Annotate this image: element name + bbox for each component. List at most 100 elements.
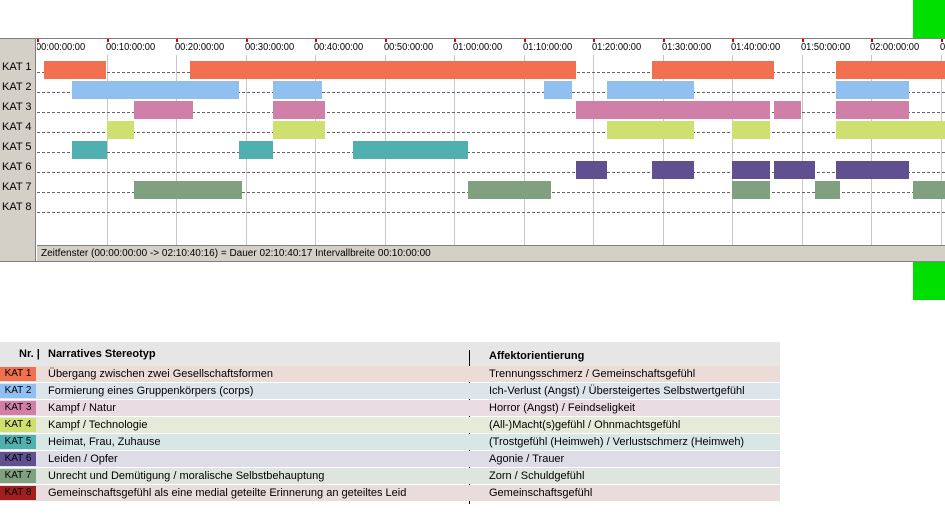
gridline-vertical	[871, 55, 872, 245]
legend-stereotyp: Kampf / Natur	[48, 402, 116, 414]
segment-kat6[interactable]	[652, 161, 694, 179]
row-track-line	[37, 112, 945, 113]
segment-kat1[interactable]	[652, 61, 774, 79]
row-label-kat3: KAT 3	[2, 101, 32, 113]
segment-kat4[interactable]	[606, 121, 694, 139]
legend-swatch: KAT 1	[0, 367, 36, 381]
header-stereotyp: Narratives Stereotyp	[48, 348, 156, 360]
segment-kat2[interactable]	[606, 81, 694, 99]
segment-kat6[interactable]	[732, 161, 771, 179]
gridline-vertical	[176, 55, 177, 245]
segment-kat4[interactable]	[106, 121, 135, 139]
ruler-tick-mark	[176, 39, 178, 42]
legend-swatch: KAT 5	[0, 435, 36, 449]
segment-kat5[interactable]	[238, 141, 274, 159]
ruler-tick-mark	[315, 39, 317, 42]
ruler-tick-mark	[37, 39, 39, 42]
gridline-vertical	[940, 55, 942, 245]
gridline-vertical	[593, 55, 594, 245]
legend-stereotyp: Unrecht und Demütigung / moralische Selb…	[48, 470, 325, 482]
row-label-kat2: KAT 2	[2, 81, 32, 93]
segment-kat2[interactable]	[544, 81, 573, 99]
legend-affekt: Horror (Angst) / Feindseligkeit	[489, 402, 636, 414]
segment-kat2[interactable]	[836, 81, 910, 99]
segment-kat3[interactable]	[134, 101, 194, 119]
segment-kat2[interactable]	[273, 81, 322, 99]
ruler-tick-label: 01:30:00:00	[661, 42, 711, 53]
segment-kat7[interactable]	[467, 181, 552, 199]
gridline-vertical	[106, 55, 108, 245]
ruler-tick-mark	[384, 39, 387, 42]
row-label-kat6: KAT 6	[2, 161, 32, 173]
row-track-line	[37, 212, 945, 213]
ruler-tick-mark	[871, 39, 873, 42]
segment-kat1[interactable]	[43, 61, 107, 79]
segment-kat2[interactable]	[71, 81, 239, 99]
legend-stereotyp: Formierung eines Gruppenkörpers (corps)	[48, 385, 254, 397]
ruler-tick-label: 00:20:00:00	[175, 42, 225, 53]
segment-kat1[interactable]	[836, 61, 945, 79]
segment-kat7[interactable]	[134, 181, 243, 199]
row-track-line	[37, 172, 945, 173]
row-label-kat1: KAT 1	[2, 61, 32, 73]
ruler-tick-mark	[523, 39, 526, 42]
segment-kat4[interactable]	[273, 121, 326, 139]
row-track-line	[37, 92, 945, 93]
ruler-tick-label: 01:00:00:00	[453, 42, 503, 53]
green-marker-top	[913, 0, 945, 38]
ruler-tick-label: 02:00:00:00	[870, 42, 920, 53]
timeline-panel: KAT 1 KAT 2 KAT 3 KAT 4 KAT 5 KAT 6 KAT …	[0, 38, 945, 262]
legend-affekt: Trennungsschmerz / Gemeinschaftsgefühl	[489, 368, 696, 380]
legend-stereotyp: Leiden / Opfer	[48, 453, 118, 465]
ruler-tick-label: 0	[939, 42, 945, 53]
segment-kat7[interactable]	[912, 181, 945, 199]
legend-stereotyp: Kampf / Technologie	[48, 419, 148, 431]
segment-kat3[interactable]	[575, 101, 771, 119]
status-bar: Zeitfenster (00:00:00:00 -> 02:10:40:16)…	[37, 245, 945, 261]
ruler-tick-mark	[940, 39, 943, 42]
green-marker-bottom	[913, 262, 945, 300]
segment-kat7[interactable]	[732, 181, 771, 199]
legend-stereotyp: Heimat, Frau, Zuhause	[48, 436, 161, 448]
legend-affekt: (Trostgefühl (Heimweh) / Verlustschmerz …	[489, 436, 745, 448]
legend-swatch: KAT 7	[0, 469, 36, 483]
legend-affekt: Gemeinschaftsgefühl	[489, 487, 593, 499]
segment-kat1[interactable]	[189, 61, 576, 79]
segment-kat7[interactable]	[815, 181, 840, 199]
legend-affekt: Zorn / Schuldgefühl	[489, 470, 585, 482]
segment-kat6[interactable]	[575, 161, 607, 179]
legend-swatch: KAT 4	[0, 418, 36, 432]
gridline-vertical	[315, 55, 316, 245]
ruler-tick-label: 00:50:00:00	[383, 42, 433, 53]
segment-kat3[interactable]	[773, 101, 802, 119]
legend-stereotyp: Gemeinschaftsgefühl als eine medial gete…	[48, 487, 407, 499]
row-label-column: KAT 1 KAT 2 KAT 3 KAT 4 KAT 5 KAT 6 KAT …	[0, 39, 36, 261]
ruler-tick-label: 00:30:00:00	[244, 42, 294, 53]
segment-kat5[interactable]	[353, 141, 468, 159]
segment-kat4[interactable]	[732, 121, 771, 139]
gridline-vertical	[801, 55, 803, 245]
segment-kat5[interactable]	[71, 141, 107, 159]
row-label-kat5: KAT 5	[2, 141, 32, 153]
legend-table: Nr. | Narratives Stereotyp Affektorienti…	[0, 342, 780, 508]
row-label-kat4: KAT 4	[2, 121, 32, 133]
segment-kat3[interactable]	[836, 101, 910, 119]
ruler-tick-label: 01:20:00:00	[592, 42, 642, 53]
segment-kat6[interactable]	[836, 161, 910, 179]
legend-swatch: KAT 2	[0, 384, 36, 398]
segment-kat4[interactable]	[836, 121, 945, 139]
row-track-line	[37, 152, 945, 153]
ruler-tick-mark	[106, 39, 109, 42]
segment-kat3[interactable]	[273, 101, 326, 119]
legend-affekt: Ich-Verlust (Angst) / Übersteigertes Sel…	[489, 385, 745, 397]
legend-swatch: KAT 6	[0, 452, 36, 466]
row-label-kat8: KAT 8	[2, 201, 32, 213]
legend-swatch: KAT 3	[0, 401, 36, 415]
segment-kat6[interactable]	[773, 161, 816, 179]
legend-swatch: KAT 8	[0, 486, 36, 500]
legend-row: KAT 5 Heimat, Frau, Zuhause (Trostgefühl (…	[0, 434, 780, 450]
